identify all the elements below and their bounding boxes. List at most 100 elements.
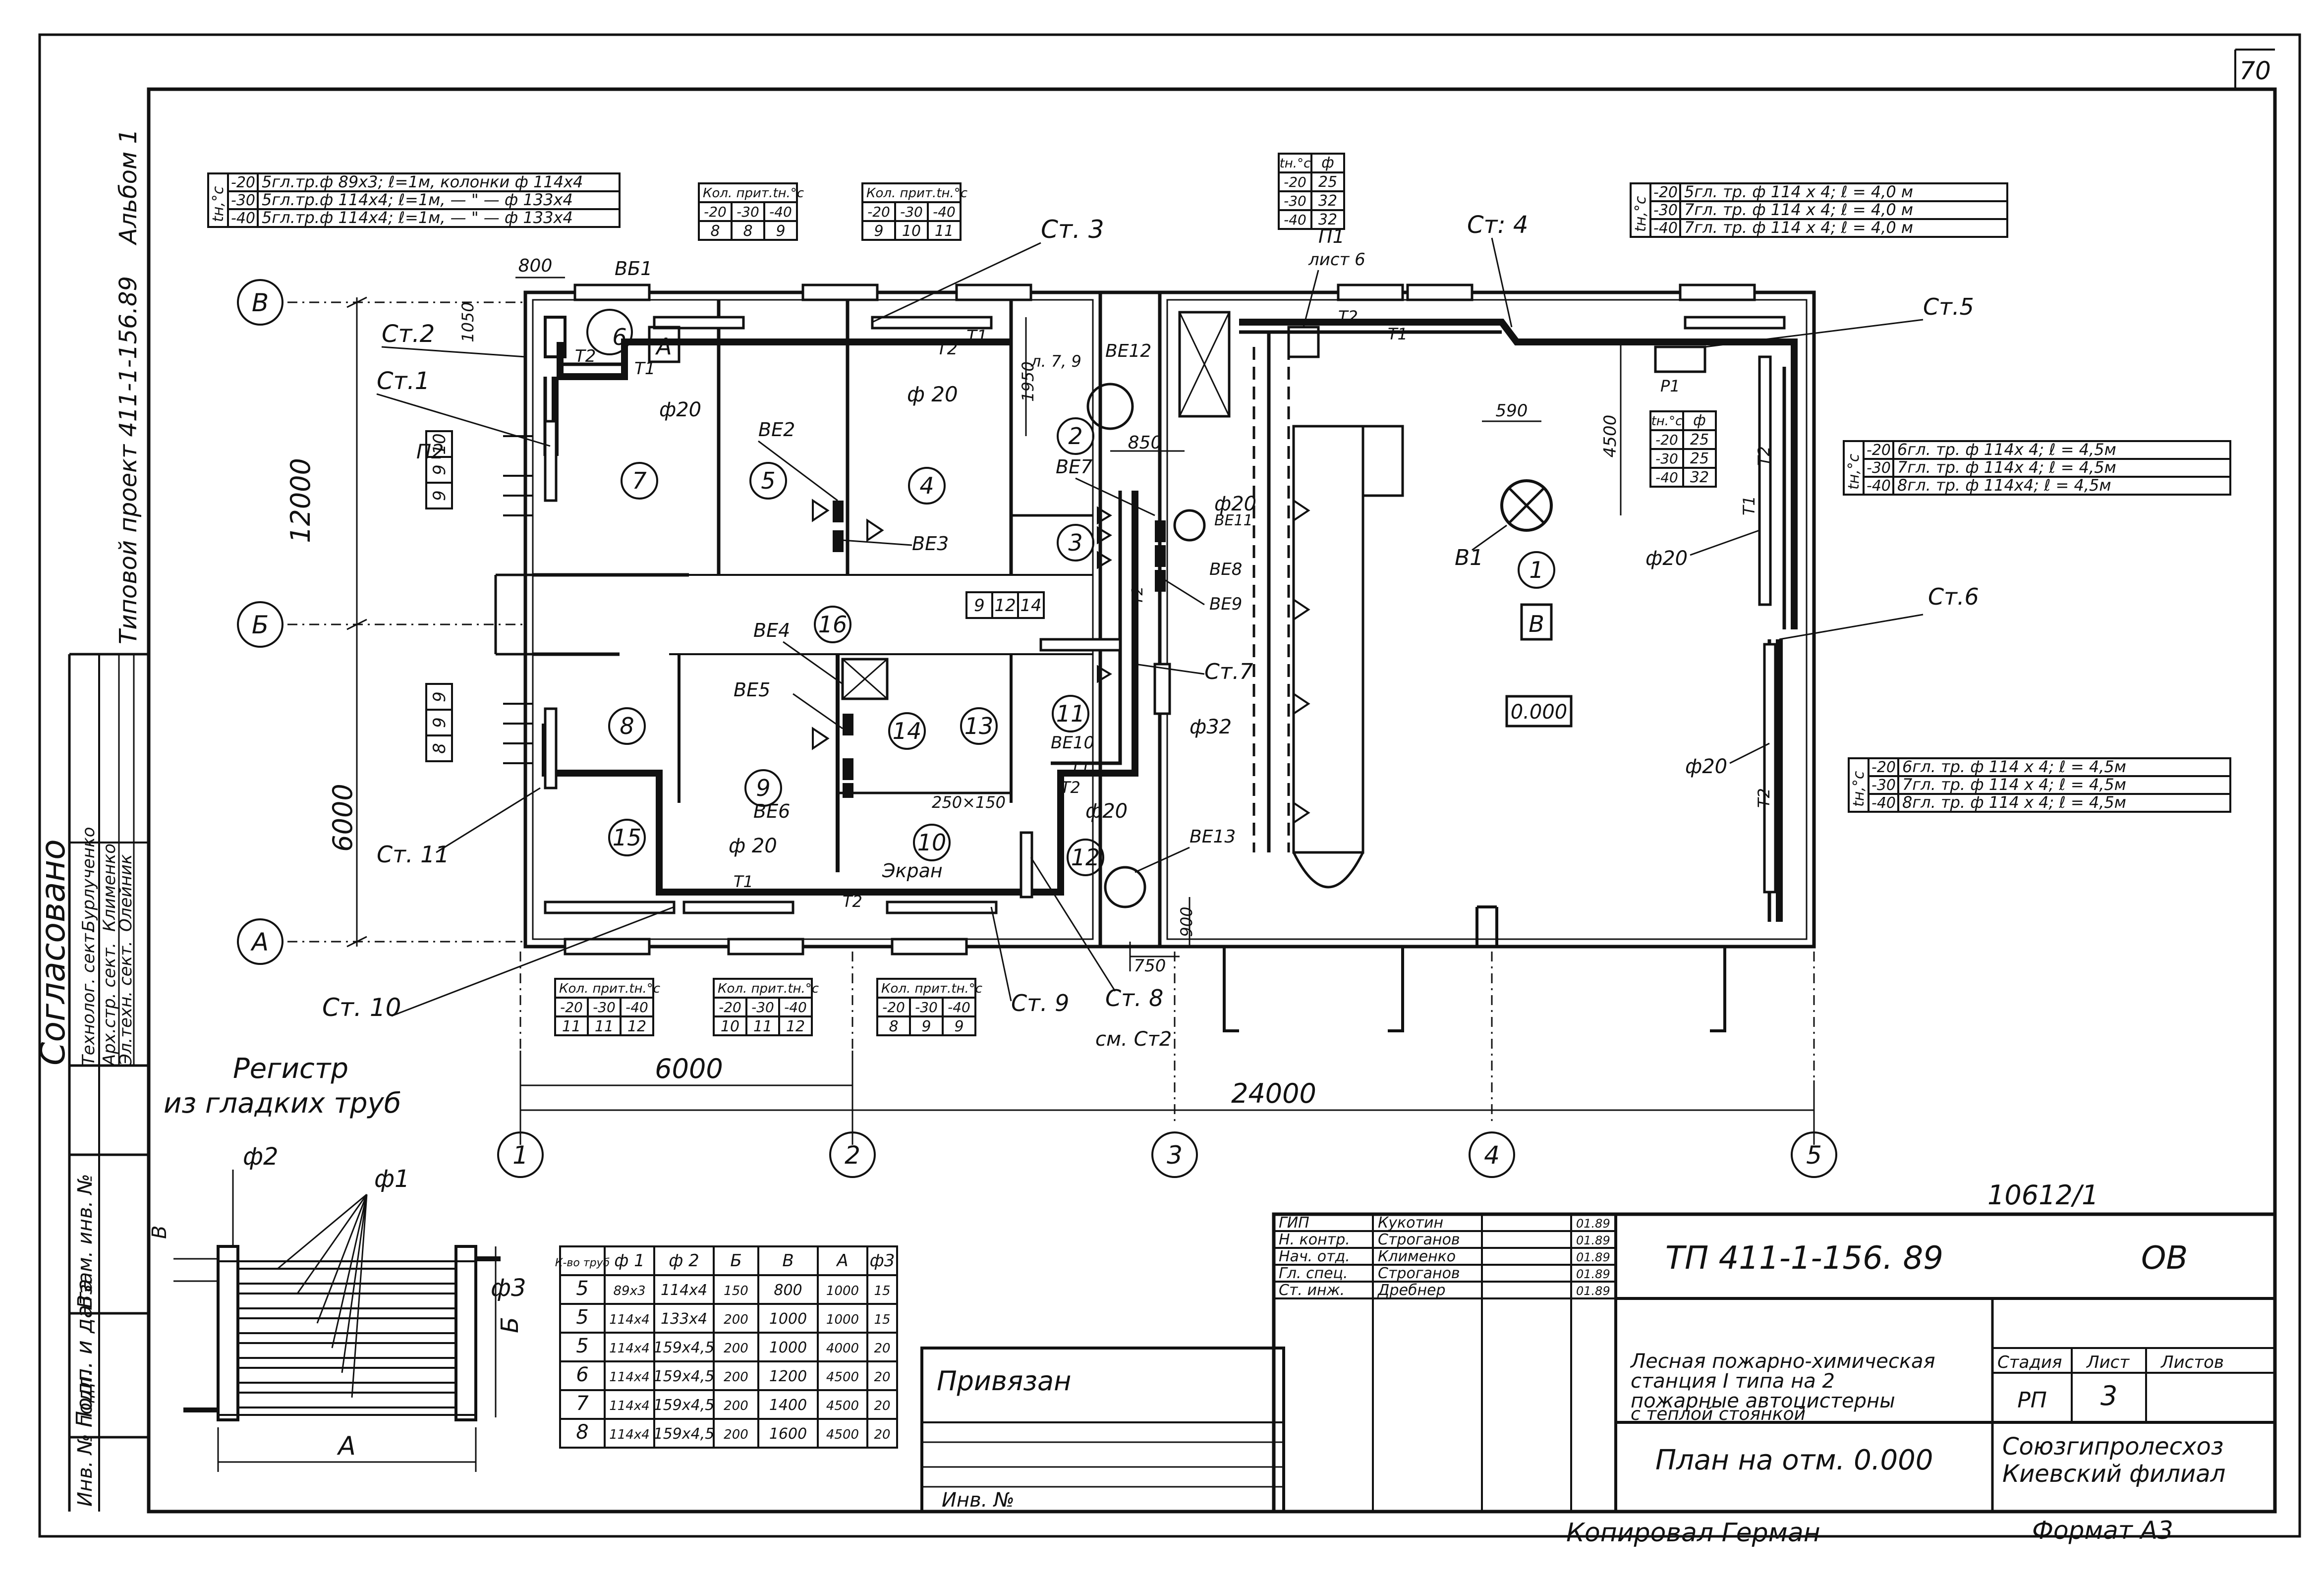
- room-number-13: 13: [964, 713, 994, 739]
- table-count-a-value-1: 8: [743, 223, 752, 240]
- vent-be2: ВЕ2: [758, 419, 795, 441]
- spec-cell-4-0: 7: [576, 1392, 589, 1415]
- table-top-left-header: tн,°с: [210, 186, 227, 222]
- zone-a-box: [648, 326, 680, 363]
- table-top-left-desc-0: 5гл.тр.ф 89х3; ℓ=1м, колонки ф 114х4: [262, 172, 583, 191]
- room-number-12: 12: [1071, 844, 1100, 871]
- room-number-7: 7: [632, 467, 646, 494]
- table-bottom-1-temp-1: -30: [593, 999, 616, 1015]
- spec-header-1: ф 1: [614, 1251, 645, 1271]
- register-phi2: ф2: [243, 1143, 279, 1171]
- stamp-date-4: 01.89: [1576, 1284, 1610, 1298]
- pipe-t2-c: Т2: [1061, 778, 1080, 797]
- dim-12000: 12000: [285, 458, 316, 543]
- table-bottom-2-temp-1: -30: [751, 999, 774, 1015]
- stamp-date-3: 01.89: [1576, 1267, 1610, 1281]
- register-drawing: Регистр из гладких труб ф2 ф1 ф3 В Б А: [148, 1053, 526, 1472]
- spec-cell-1-6: 15: [874, 1312, 890, 1327]
- table-top-right-desc-1: 7гл. тр. ф 114 х 4; ℓ = 4,0 м: [1684, 200, 1913, 219]
- pipe-t1-c: Т1: [1071, 758, 1090, 777]
- table-room-a-2: 9: [430, 490, 450, 501]
- pipe-t2-f: Т2: [1755, 446, 1773, 466]
- dimension-lines: 12000 6000 6000 24000 800 1050 1950 850 …: [285, 256, 1815, 1145]
- dim-850: 850: [1128, 433, 1162, 453]
- dim-1050: 1050: [458, 302, 477, 342]
- spec-header-4: В: [782, 1251, 794, 1271]
- riser-labels: Ст.2 Ст.1 Ст. 3 Ст: 4 Ст.5 Ст.6 Ст.7 Ст.…: [322, 211, 1979, 1051]
- stamp-name-3: Строганов: [1378, 1265, 1460, 1282]
- pipe-t1-e: Т1: [1388, 325, 1408, 343]
- table-room-a-0: 10: [430, 433, 450, 454]
- spec-cell-3-0: 6: [576, 1363, 588, 1386]
- dim-590: 590: [1496, 401, 1528, 421]
- archive-number: 10612/1: [1987, 1180, 2098, 1211]
- outer-frame: [38, 33, 2301, 1538]
- spec-cell-5-3: 200: [724, 1427, 748, 1442]
- table-right-low-desc-1: 7гл. тр. ф 114 х 4; ℓ = 4,5м: [1902, 775, 2126, 794]
- table-top-left-temp-0: -20: [231, 174, 255, 191]
- pipe-d20-d: ф20: [1085, 800, 1128, 823]
- stamp-name-4: Дребнер: [1377, 1282, 1446, 1299]
- vent-be4: ВЕ4: [753, 619, 790, 641]
- dim-24000: 24000: [1231, 1078, 1316, 1109]
- table-diam-mid-temp-2: -40: [1655, 469, 1678, 486]
- riser-sm-st2: см. Ст2: [1095, 1028, 1172, 1051]
- spec-cell-0-1: 89х3: [613, 1284, 645, 1298]
- sheet-number: 70: [2239, 56, 2271, 85]
- album-label: Альбом 1: [114, 129, 142, 246]
- vzam-inv-label: Взам. инв. №: [74, 1174, 97, 1308]
- table-room-b-2: 8: [430, 743, 450, 754]
- dim-250x150: 250×150: [932, 793, 1006, 812]
- fan-be13: [1104, 866, 1146, 908]
- spec-cell-5-1: 114х4: [609, 1427, 650, 1442]
- spec-cell-2-5: 4000: [826, 1341, 859, 1356]
- riser-st8: Ст. 8: [1105, 985, 1163, 1012]
- level-label: 0.000: [1511, 701, 1568, 724]
- table-right-mid-temp-1: -30: [1867, 459, 1891, 477]
- table-bottom-2-value-1: 11: [753, 1018, 772, 1035]
- pipe-d20-c: ф20: [1214, 493, 1256, 515]
- spec-cell-2-1: 114х4: [609, 1341, 650, 1356]
- pipe-t1-d: Т1: [734, 872, 753, 891]
- approval-name-2: Клименко: [100, 844, 119, 932]
- spec-cell-5-5: 4500: [826, 1427, 859, 1442]
- table-diam-mid-diam-2: 32: [1690, 469, 1709, 486]
- side-approval-strip: Альбом 1 Типовой проект 411-1-156.89 Сог…: [34, 129, 149, 1512]
- table-bottom-3-value-0: 8: [889, 1018, 898, 1035]
- table-diam-top-head-temp: tн.°с: [1280, 156, 1311, 171]
- table-count-b-temp-2: -40: [933, 204, 956, 220]
- spec-header-2: ф 2: [669, 1251, 699, 1271]
- dim-4500: 4500: [1600, 415, 1620, 458]
- stamp-role-1: Н. контр.: [1279, 1231, 1350, 1248]
- ref-l79: л. 7, 9: [1030, 352, 1081, 371]
- table-diam-mid-diam-1: 25: [1690, 450, 1709, 467]
- riser-st11: Ст. 11: [377, 841, 450, 868]
- table-right-low-temp-2: -40: [1871, 794, 1896, 812]
- room-number-8: 8: [620, 713, 634, 739]
- spec-cell-4-5: 4500: [826, 1399, 859, 1413]
- vent-vb1: ВБ1: [615, 258, 652, 280]
- table-diam-mid-temp-0: -20: [1655, 432, 1678, 448]
- register-tube: [237, 1392, 457, 1408]
- riser-st10: Ст. 10: [322, 993, 401, 1022]
- room-number-16: 16: [818, 611, 848, 638]
- spec-cell-3-6: 20: [874, 1370, 890, 1385]
- spec-cell-2-4: 1000: [769, 1339, 807, 1356]
- vent-labels: ВБ1 ВЕ2 ВЕ3 ВЕ4 ВЕ5 ВЕ6 ВЕ7 ВЕ8 ВЕ9 ВЕ10…: [416, 225, 1680, 882]
- stage-header: Стадия: [1997, 1352, 2062, 1372]
- table-bottom-1-value-1: 11: [595, 1018, 614, 1035]
- vent-be6: ВЕ6: [753, 800, 790, 822]
- table-right-mid-header: tн,°с: [1845, 453, 1863, 490]
- riser-st3: Ст. 3: [1041, 215, 1104, 244]
- table-diam-mid-head-diam: ф: [1693, 412, 1706, 429]
- room-number-3: 3: [1068, 529, 1082, 556]
- spec-header-6: ф3: [870, 1251, 895, 1271]
- dim-900: 900: [1177, 906, 1196, 937]
- vent-b1: В1: [1455, 545, 1483, 570]
- podp-data-label: Подп. и дата: [72, 1279, 97, 1427]
- riser-st4: Ст: 4: [1467, 211, 1528, 239]
- riser-st9: Ст. 9: [1011, 990, 1069, 1016]
